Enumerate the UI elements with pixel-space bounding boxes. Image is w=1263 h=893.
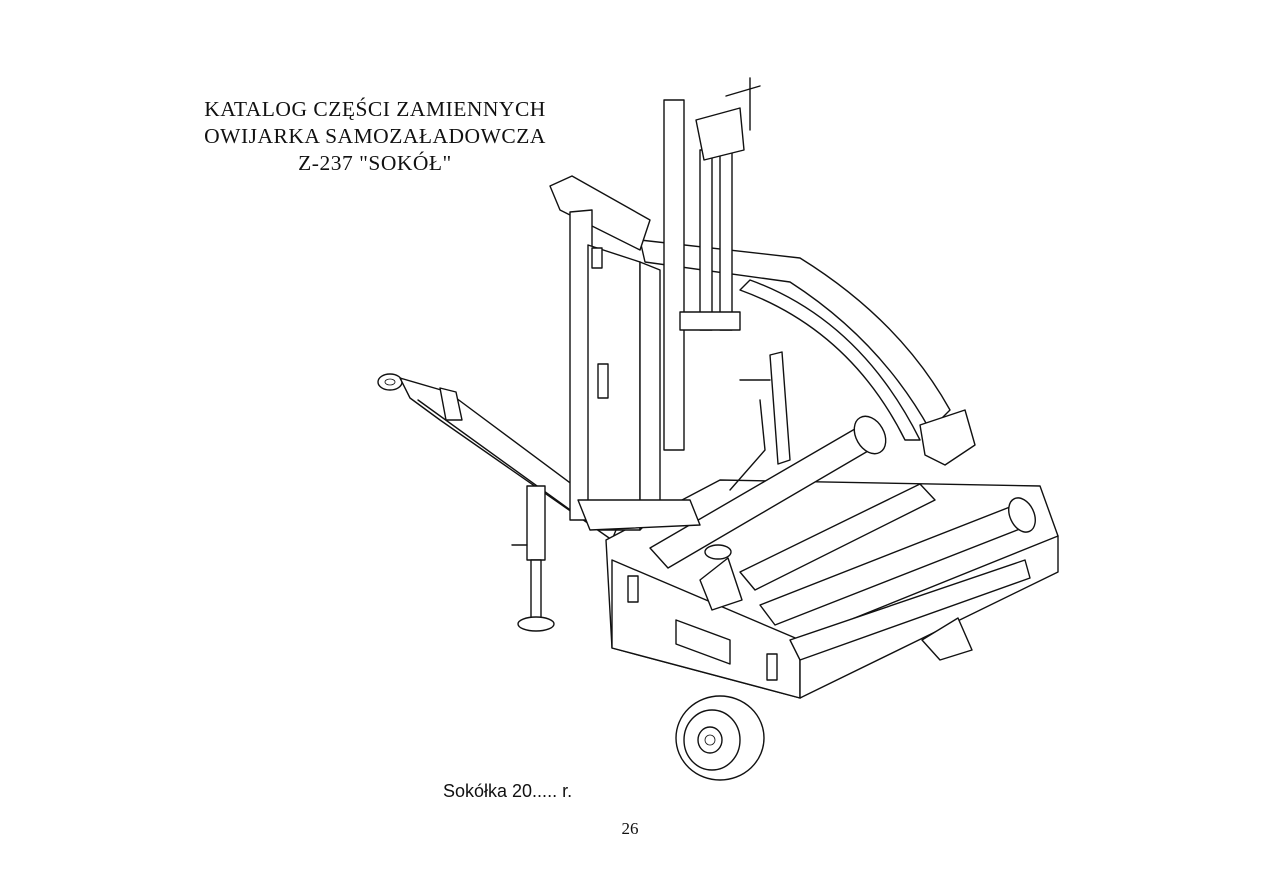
- loading-arm: [549, 175, 701, 531]
- bale-wrapper-machine-drawing: [377, 77, 1059, 781]
- film-dispenser-mast: [663, 77, 761, 451]
- catalog-title: KATALOG CZĘŚCI ZAMIENNYCH OWIJARKA SAMOZ…: [170, 96, 580, 177]
- title-line-2: OWIJARKA SAMOZAŁADOWCZA: [204, 124, 546, 148]
- film-cutter: [729, 351, 791, 491]
- wheel: [675, 695, 765, 781]
- title-line-1: KATALOG CZĘŚCI ZAMIENNYCH: [204, 97, 546, 121]
- page-number: 26: [621, 819, 639, 838]
- support-jack: [511, 485, 555, 632]
- caption-place-date: Sokółka 20..... r.: [443, 781, 573, 801]
- title-line-3: Z-237 "SOKÓŁ": [298, 151, 452, 175]
- rollers: [649, 415, 1036, 661]
- rear-wheel: [921, 617, 973, 661]
